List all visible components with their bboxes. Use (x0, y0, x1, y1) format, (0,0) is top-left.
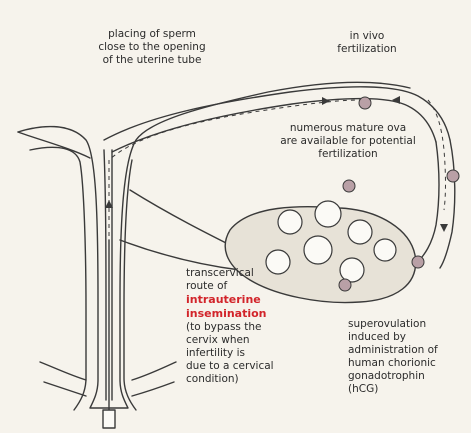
vaginal-fold-2 (44, 382, 86, 396)
ovum-3 (412, 256, 424, 268)
arrow-left (392, 96, 400, 104)
label-sperm-placement: placing of sperm close to the opening of… (62, 28, 242, 67)
label-superovulation: superovulation induced by administration… (348, 318, 468, 396)
uterine-channel-left (104, 150, 106, 400)
route-prefix: transcervical route of (186, 267, 254, 292)
label-in-vivo-fertilization: in vivo fertilization (312, 30, 422, 56)
vaginal-fold-1 (40, 362, 86, 380)
ovum-1 (343, 180, 355, 192)
ovum-fertilization (359, 97, 371, 109)
route-highlight: intrauterine insemination (186, 293, 267, 320)
catheter-hub (103, 410, 115, 428)
fimbria-outer (440, 140, 455, 268)
vaginal-fold-4 (132, 382, 174, 396)
ovum-2 (447, 170, 459, 182)
ovum-4 (339, 279, 351, 291)
arrow-right (322, 97, 330, 105)
vaginal-fold-3 (132, 362, 176, 380)
ovarian-ligament (130, 190, 240, 250)
arrow-down (440, 224, 448, 232)
left-tube-upper (18, 132, 90, 158)
uterus-inner-outline (30, 147, 86, 410)
uterus-inner-outline-right (124, 160, 136, 410)
label-mature-ova: numerous mature ova are available for po… (258, 122, 438, 161)
label-transcervical-route: transcervical route of intrauterine inse… (186, 254, 316, 386)
route-suffix: (to bypass the cervix when infertility i… (186, 321, 274, 385)
